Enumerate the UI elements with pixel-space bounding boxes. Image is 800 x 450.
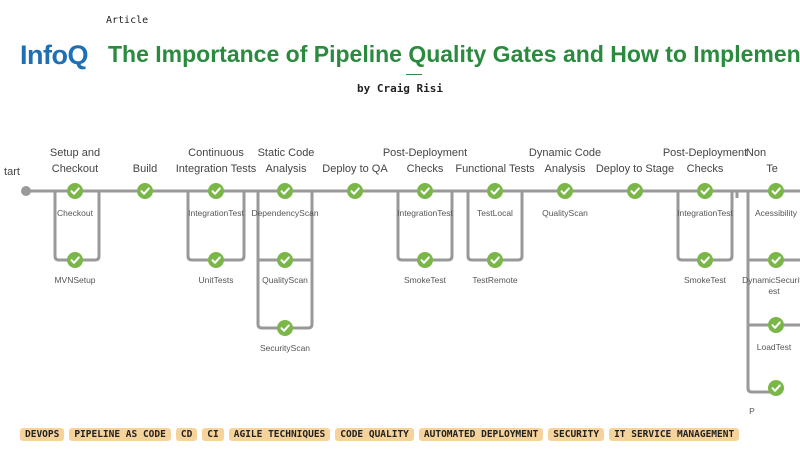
step-label-qualityscan-dynamic: QualityScan	[542, 208, 588, 218]
step-label-dynamicsecurity-2: est	[768, 286, 780, 296]
stage-label-build: Build	[133, 163, 157, 175]
title-divider	[406, 74, 422, 75]
logo-text: InfoQ	[20, 40, 88, 70]
build-status-icon[interactable]	[136, 182, 154, 200]
integrationtest-pd1-status-icon[interactable]	[416, 182, 434, 200]
tag-automated-deployment[interactable]: AUTOMATED DEPLOYMENT	[418, 428, 544, 441]
deploy-stage-status-icon[interactable]	[626, 182, 644, 200]
accessibility-status-icon[interactable]	[767, 182, 785, 200]
smoketest-pd1-status-icon[interactable]	[416, 251, 434, 269]
tag-it-service-management[interactable]: IT SERVICE MANAGEMENT	[609, 428, 740, 441]
stage-label-deploy-stage: Deploy to Stage	[596, 163, 674, 175]
stage-label-setup: Setup and	[50, 147, 100, 159]
step-label-qualityscan-static: QualityScan	[262, 275, 308, 285]
partial-status-icon[interactable]	[767, 379, 785, 397]
stage-label-ci-2: Integration Tests	[176, 163, 257, 175]
dynamicsecurity-status-icon[interactable]	[767, 251, 785, 269]
stage-label-postdeploy-1b: Checks	[407, 163, 444, 175]
smoketest-pd2-status-icon[interactable]	[696, 251, 714, 269]
step-label-smoketest-pd2: SmokeTest	[684, 275, 727, 285]
stage-label-nonfunc: Non	[746, 147, 766, 159]
step-label-dependencyscan: DependencyScan	[251, 208, 318, 218]
article-byline[interactable]: by Craig Risi	[356, 82, 444, 95]
article-kind-label: Article	[106, 15, 149, 26]
stage-label-deploy-qa: Deploy to QA	[322, 163, 388, 175]
step-label-checkout: Checkout	[57, 208, 94, 218]
integrationtest-ci-status-icon[interactable]	[207, 182, 225, 200]
stage-label-dynamic-2: Analysis	[545, 163, 586, 175]
stage-label-postdeploy-2b: Checks	[687, 163, 724, 175]
testremote-status-icon[interactable]	[486, 251, 504, 269]
stage-label-functional: Functional Tests	[455, 163, 535, 175]
qualityscan-static-status-icon[interactable]	[276, 251, 294, 269]
tag-devops[interactable]: DEVOPS	[20, 428, 65, 441]
step-label-integrationtest-pd2: IntegrationTest	[677, 208, 733, 218]
dependencyscan-status-icon[interactable]	[276, 182, 294, 200]
infoq-logo[interactable]: InfoQ	[20, 40, 88, 71]
pipeline-connectors	[24, 189, 800, 394]
stage-label-setup-2: Checkout	[52, 163, 98, 175]
stage-label-nonfunc-2: Te	[766, 163, 778, 175]
unittests-status-icon[interactable]	[207, 251, 225, 269]
testlocal-status-icon[interactable]	[486, 182, 504, 200]
step-label-dynamicsecurity: DynamicSecurity	[742, 275, 800, 285]
step-label-unittests: UnitTests	[199, 275, 234, 285]
step-label-mvnsetup: MVNSetup	[54, 275, 95, 285]
securityscan-status-icon[interactable]	[276, 319, 294, 337]
tag-agile-techniques[interactable]: AGILE TECHNIQUES	[228, 428, 331, 441]
mvnsetup-status-icon[interactable]	[66, 251, 84, 269]
tag-cd[interactable]: CD	[175, 428, 198, 441]
pipeline-diagram: tart Setup and Checkout Build Continuous…	[4, 147, 800, 416]
stage-label-static: Static Code	[258, 147, 315, 159]
tag-list: DEVOPS PIPELINE AS CODE CD CI AGILE TECH…	[20, 428, 740, 441]
stage-label-dynamic: Dynamic Code	[529, 147, 601, 159]
stage-label-start: tart	[4, 166, 20, 178]
step-label-integrationtest-pd1: IntegrationTest	[397, 208, 453, 218]
tag-pipeline-as-code[interactable]: PIPELINE AS CODE	[69, 428, 171, 441]
stage-label-postdeploy-2: Post-Deployment	[663, 147, 747, 159]
step-label-testlocal: TestLocal	[477, 208, 513, 218]
stage-label-static-2: Analysis	[266, 163, 307, 175]
tag-security[interactable]: SECURITY	[548, 428, 605, 441]
stage-labels: tart Setup and Checkout Build Continuous…	[4, 147, 778, 178]
qualityscan-dynamic-status-icon[interactable]	[556, 182, 574, 200]
checkout-status-icon[interactable]	[66, 182, 84, 200]
step-label-loadtest: LoadTest	[757, 342, 792, 352]
tag-ci[interactable]: CI	[202, 428, 224, 441]
step-label-securityscan: SecurityScan	[260, 343, 310, 353]
step-label-smoketest-pd1: SmokeTest	[404, 275, 447, 285]
step-label-accessibility: Acessibility	[755, 208, 798, 218]
step-label-integrationtest-ci: IntegrationTest	[188, 208, 244, 218]
article-title[interactable]: The Importance of Pipeline Quality Gates…	[108, 41, 800, 67]
step-label-testremote: TestRemote	[472, 275, 518, 285]
stage-label-postdeploy-1: Post-Deployment	[383, 147, 467, 159]
step-labels: Checkout MVNSetup IntegrationTest UnitTe…	[54, 208, 800, 416]
step-label-truncated: P	[749, 406, 755, 416]
deploy-qa-status-icon[interactable]	[346, 182, 364, 200]
loadtest-status-icon[interactable]	[767, 316, 785, 334]
integrationtest-pd2-status-icon[interactable]	[696, 182, 714, 200]
tag-code-quality[interactable]: CODE QUALITY	[335, 428, 414, 441]
start-node[interactable]	[21, 186, 31, 196]
stage-label-ci: Continuous	[188, 147, 244, 159]
